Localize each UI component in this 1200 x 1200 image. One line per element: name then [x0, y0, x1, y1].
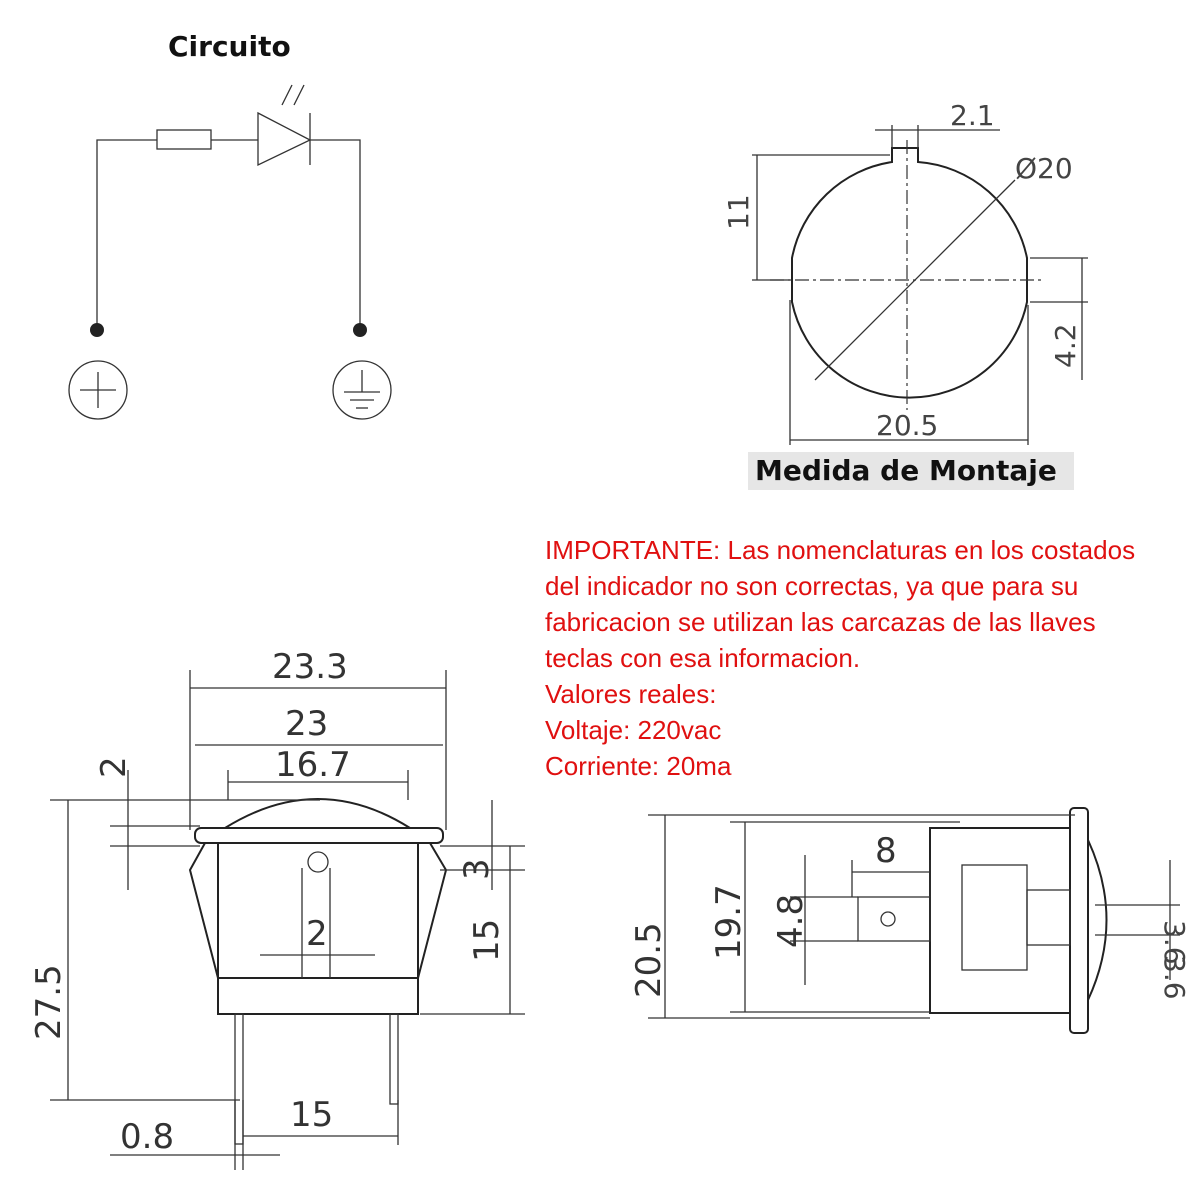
- circuit-diagram: Circuito: [68, 30, 392, 420]
- dim-diameter: Ø20: [1015, 152, 1073, 185]
- base: [217, 977, 419, 1015]
- dim-lens-height: 2: [94, 756, 134, 778]
- note-line: teclas con esa informacion.: [545, 643, 861, 673]
- important-note: IMPORTANTE: Las nomenclaturas en los cos…: [545, 532, 1195, 784]
- dim-body-height-side: 19.7: [709, 884, 749, 960]
- circuit-title: Circuito: [168, 30, 291, 63]
- side-view-diagram: 20.5 19.7 4.8 8 3.6 3.6: [629, 807, 1191, 1034]
- bezel: [194, 827, 444, 844]
- note-line: Valores reales:: [545, 679, 717, 709]
- dim-notch-width: 2.1: [950, 99, 995, 132]
- ground-icon: [332, 360, 392, 420]
- terminal-dot: [90, 323, 104, 337]
- housing: [929, 827, 1071, 1014]
- dim-flat-width: 20.5: [876, 409, 938, 442]
- side-bezel: [1069, 807, 1089, 1034]
- front-view-diagram: 23.3 23 16.7 2 3 15 2 27.5 0.8 15: [29, 647, 525, 1170]
- dim-terminal-width: 8: [875, 831, 897, 871]
- note-line: del indicador no son correctas, ya que p…: [545, 571, 1079, 601]
- dim-pin-thickness: 0.8: [120, 1117, 174, 1157]
- mounting-diagram: 2.1 Ø20 11 4.2 20.5 Medida de Montaje: [722, 99, 1088, 487]
- dim-body-height: 15: [467, 919, 507, 962]
- dim-slot-width: 2: [306, 914, 328, 954]
- dim-bezel-thickness: 3: [457, 858, 497, 880]
- led-symbol: [257, 111, 312, 167]
- positive-icon: [68, 360, 128, 420]
- dim-terminal-height: 4.8: [771, 894, 811, 948]
- mounting-cutout: [791, 147, 1028, 399]
- note-line: Corriente: 20ma: [545, 751, 732, 781]
- dim-flat-offset: 4.2: [1049, 323, 1082, 368]
- mounting-title: Medida de Montaje: [755, 454, 1057, 487]
- note-line: Voltaje: 220vac: [545, 715, 722, 745]
- terminal-dot: [353, 323, 367, 337]
- note-line: IMPORTANTE: Las nomenclaturas en los cos…: [545, 535, 1136, 565]
- dim-height-to-center: 11: [722, 194, 755, 230]
- dim-outer-height: 20.5: [629, 922, 669, 998]
- dim-total-height: 27.5: [29, 964, 69, 1040]
- dim-bezel-width: 23: [285, 704, 328, 744]
- dim-outer-width: 23.3: [272, 647, 348, 687]
- note-line: fabricacion se utilizan las carcazas de …: [545, 607, 1096, 637]
- dim-lens-width: 16.7: [275, 745, 351, 785]
- pin: [389, 1013, 399, 1105]
- dim-lens-offset-top: 3.6: [1158, 920, 1191, 965]
- dim-lens-offset-bottom: 3.6: [1158, 955, 1191, 1000]
- terminal: [857, 896, 931, 942]
- pin: [234, 1013, 244, 1145]
- mounting-title-background: [748, 452, 1074, 490]
- resistor-symbol: [156, 129, 212, 150]
- side-lens: [1087, 839, 1108, 1001]
- lens: [224, 798, 411, 829]
- dim-pin-spacing: 15: [290, 1095, 333, 1135]
